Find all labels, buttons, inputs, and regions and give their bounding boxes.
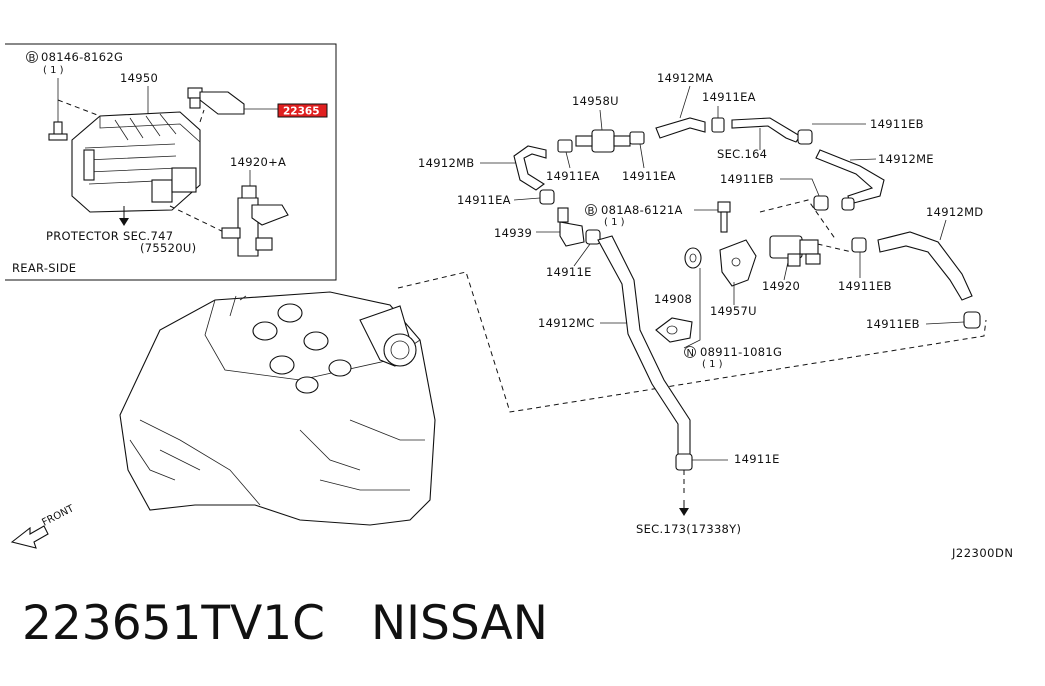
bolt-qty: ( 1 ) [43, 65, 64, 76]
label-sec173: SEC.173(17338Y) [636, 522, 741, 536]
protector-sub: (75520U) [140, 241, 196, 255]
grommet-icon [684, 247, 702, 269]
rear-side-inset: REAR-SIDE B 08146-8162G ( 1 ) 14950 [5, 43, 337, 281]
bolt-icon [717, 201, 731, 233]
canister-label: 14950 [120, 71, 158, 85]
label-14912MA: 14912MA [657, 71, 713, 85]
front-label: FRONT [40, 503, 76, 529]
hose-14912MA [655, 117, 706, 139]
clamp-icon [539, 189, 555, 205]
label-14911EB-d: 14911EB [866, 317, 920, 331]
label-14908: 14908 [654, 292, 692, 306]
label-14958U: 14958U [572, 94, 619, 108]
engine-block-icon [119, 291, 436, 526]
label-14911E-a: 14911E [546, 265, 592, 279]
purge-valve-14920-icon [769, 235, 821, 267]
bolt2-part-number: 081A8-6121A [601, 203, 683, 217]
clamp-icon [557, 139, 573, 153]
hose-14912MC [597, 235, 691, 461]
product-caption: 223651TV1C NISSAN [22, 596, 548, 651]
label-14912MB: 14912MB [418, 156, 475, 170]
caption-brand: NISSAN [371, 596, 548, 651]
valve-icon [221, 185, 289, 257]
mount-icon [655, 317, 693, 343]
label-14957U: 14957U [710, 304, 757, 318]
highlighted-part-number: 22365 [283, 106, 320, 118]
protector-label: PROTECTOR SEC.747 [46, 229, 173, 243]
bolt-part-number: 08146-8162G [41, 50, 123, 64]
label-14912ME: 14912ME [878, 152, 934, 166]
label-14912MD: 14912MD [926, 205, 983, 219]
bolt2-circle-letter: B [588, 206, 595, 217]
caption-part-number: 223651TV1C [22, 596, 325, 651]
clamp-icon [585, 229, 601, 245]
front-arrow-icon [10, 525, 49, 549]
bolt2-qty: ( 1 ) [604, 217, 625, 228]
label-sec164: SEC.164 [717, 147, 767, 161]
hose-14912MB [513, 145, 547, 191]
clamp-icon [813, 195, 829, 211]
clamp-icon [851, 237, 867, 253]
clamp-icon [841, 197, 855, 211]
label-14911EB-top: 14911EB [870, 117, 924, 131]
bolt-circle-letter: B [29, 53, 36, 64]
drawing-code: J22300DN [951, 546, 1013, 560]
label-14911E-b: 14911E [734, 452, 780, 466]
connector-22365-icon [187, 87, 245, 115]
highlight-box [277, 103, 328, 118]
connector-14939-icon [557, 207, 585, 247]
clamp-icon [629, 131, 645, 145]
filter-14958U-icon [575, 129, 631, 153]
label-14911EB-c: 14911EB [838, 279, 892, 293]
label-14939: 14939 [494, 226, 532, 240]
bracket-14957U-icon [719, 239, 757, 287]
label-14911EA-top: 14911EA [702, 90, 756, 104]
valve-label: 14920+A [230, 155, 286, 169]
clamp-icon [797, 129, 813, 145]
label-14911EA-b: 14911EA [622, 169, 676, 183]
label-14911EA-a: 14911EA [546, 169, 600, 183]
label-14920: 14920 [762, 279, 800, 293]
canister-icon [71, 111, 201, 213]
label-14911EB-mid: 14911EB [720, 172, 774, 186]
hose-14912MD [877, 231, 973, 301]
down-arrow-icon [679, 500, 689, 516]
nut-qty: ( 1 ) [702, 359, 723, 370]
hose-sec164 [731, 117, 801, 143]
inset-heading: REAR-SIDE [12, 261, 76, 275]
bolt-icon [48, 121, 68, 141]
label-14911EA-c: 14911EA [457, 193, 511, 207]
down-arrow-icon [119, 206, 129, 226]
nut-part-number: 08911-1081G [700, 345, 782, 359]
clamp-icon [963, 311, 981, 329]
clamp-icon [711, 117, 725, 133]
nut-circle-letter: N [687, 348, 694, 359]
label-14912MC: 14912MC [538, 316, 595, 330]
clamp-icon [675, 453, 693, 471]
